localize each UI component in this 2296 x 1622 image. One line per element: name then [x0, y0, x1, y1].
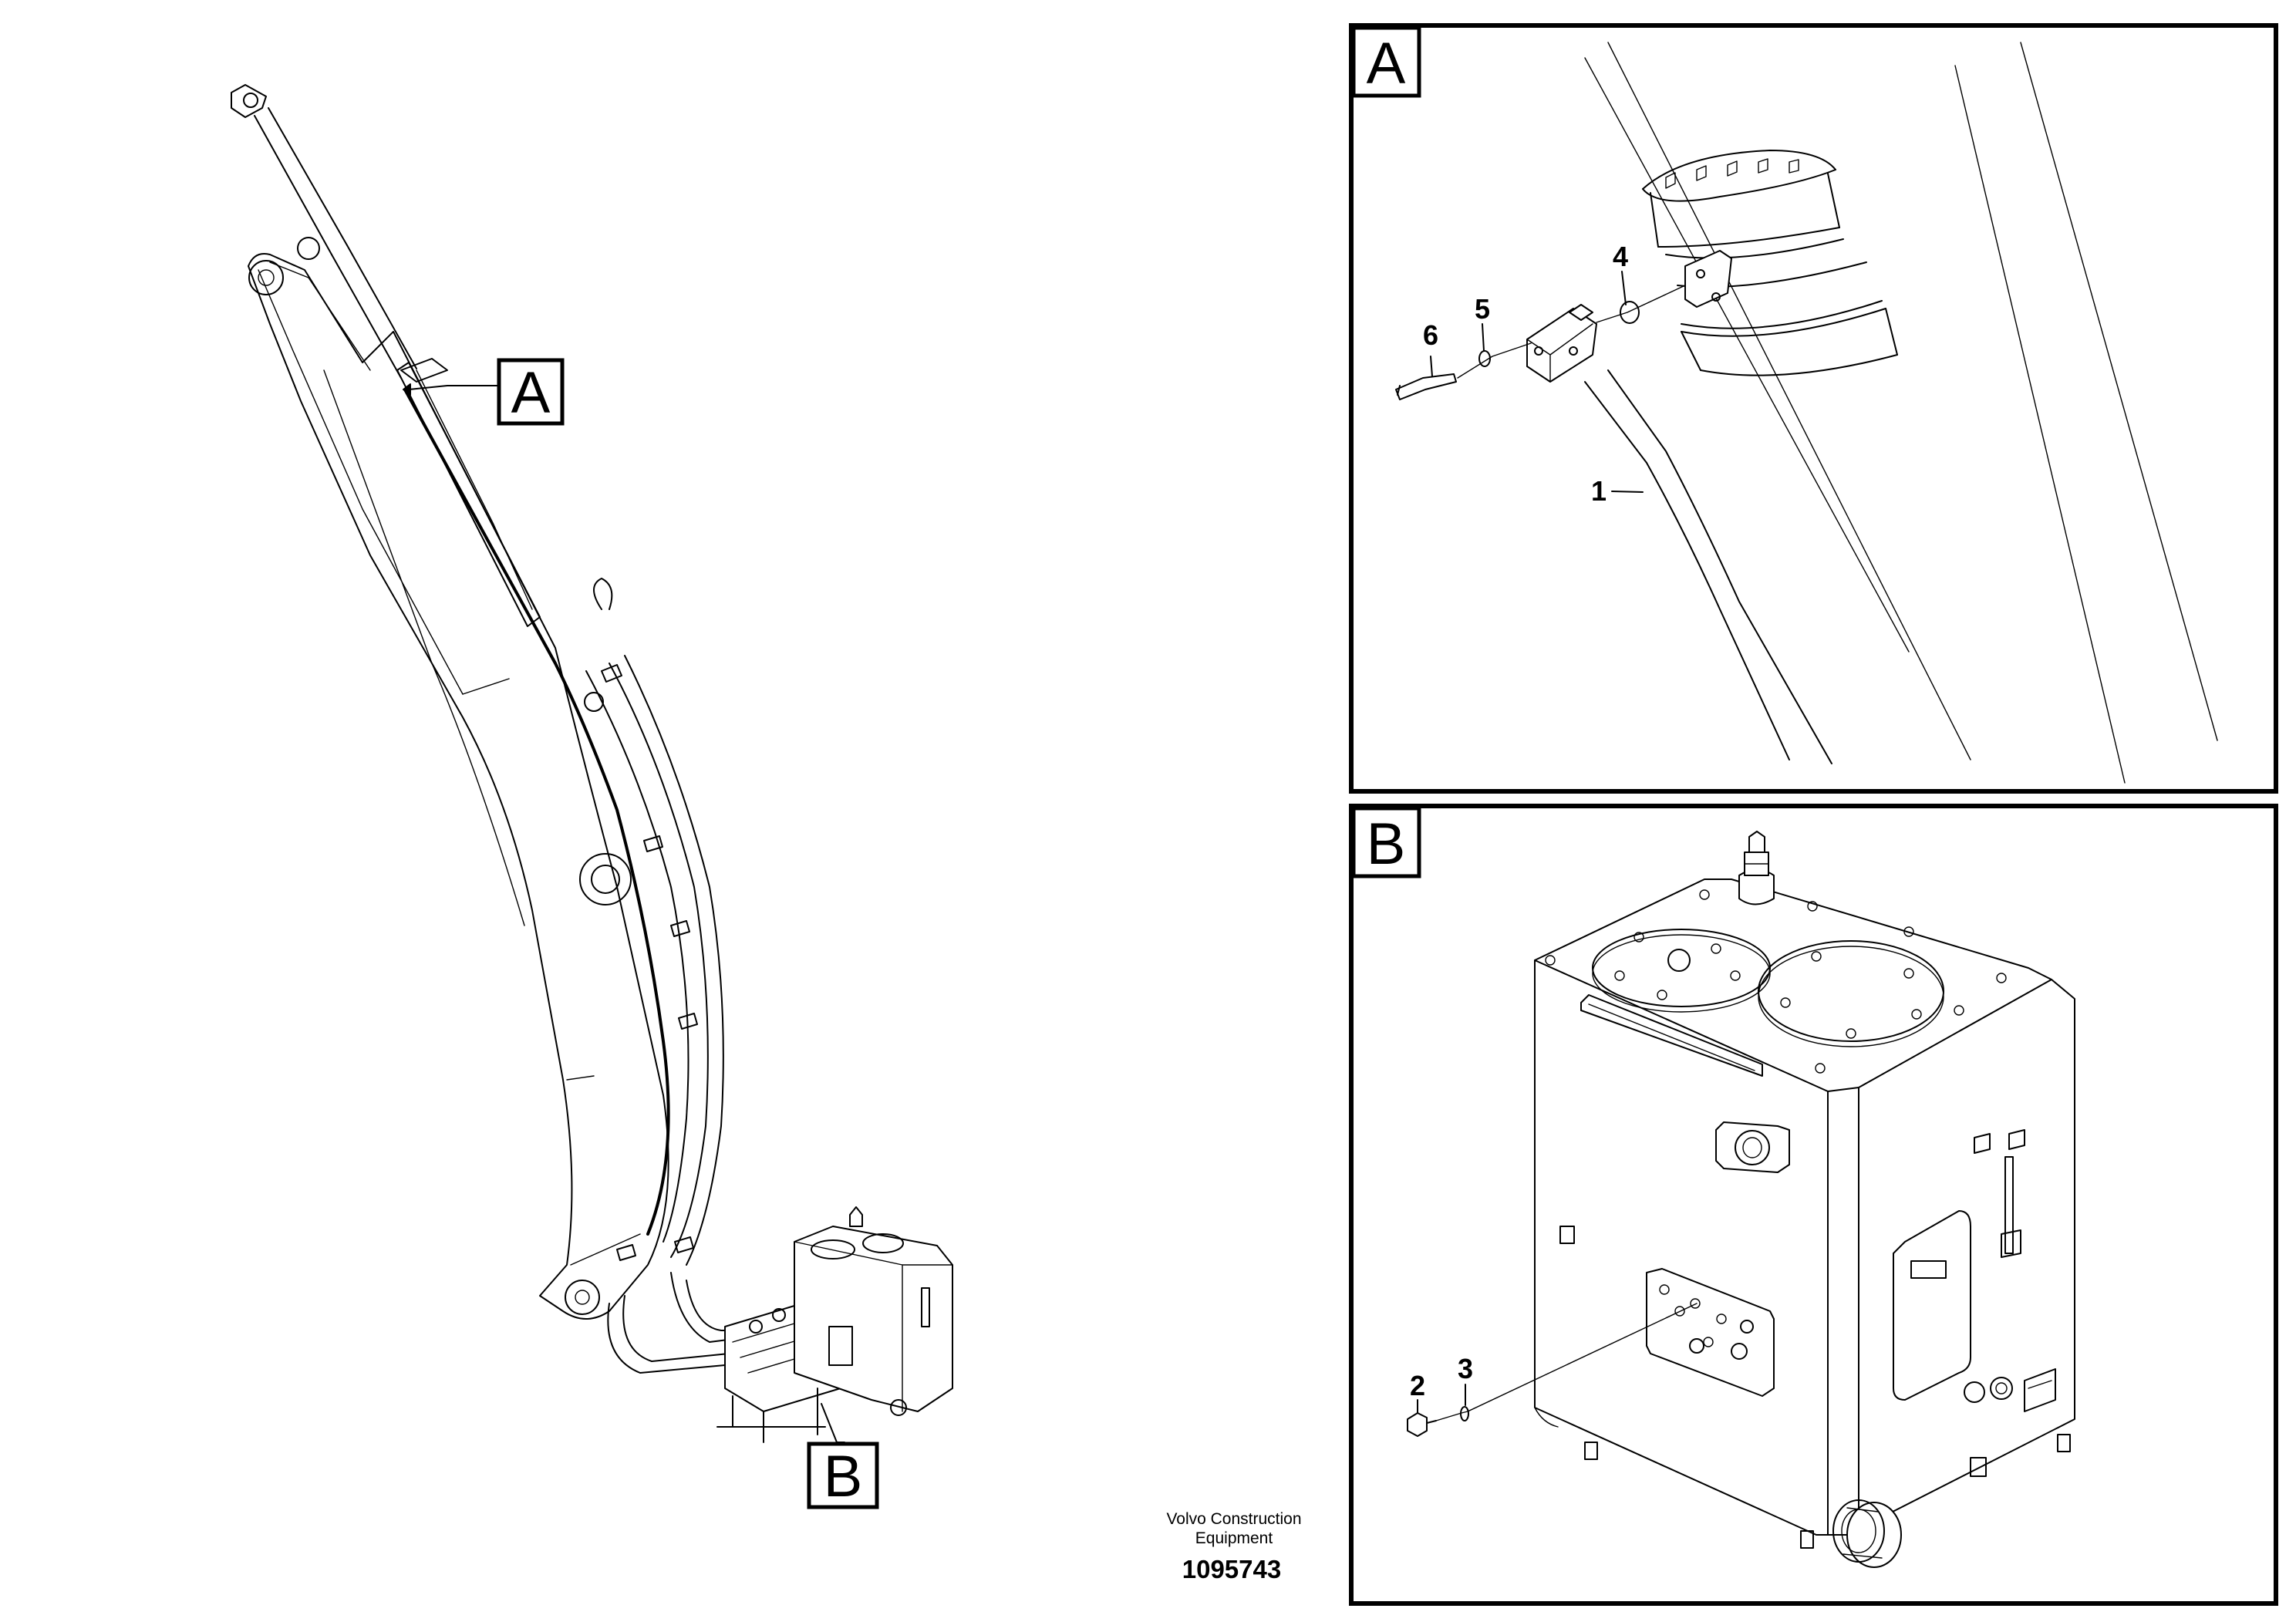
detail-b-rear-plate — [1646, 1268, 1775, 1397]
overview-callout-a-label: A — [511, 360, 551, 426]
hydraulic-tank-small — [794, 1206, 953, 1416]
detail-b-top-cover-left — [1592, 929, 1771, 1013]
detail-b-feet — [1584, 1434, 2071, 1549]
leader-line-a — [408, 385, 498, 390]
part-number-1: 1 — [1591, 475, 1607, 507]
part-number-5: 5 — [1475, 293, 1490, 325]
drawing-number: 1095743 — [1182, 1555, 1281, 1583]
detail-b-panel: B — [1349, 804, 2278, 1606]
arm-cylinder-rod — [231, 84, 417, 379]
overview-callout-b: B — [807, 1442, 879, 1509]
detail-a-cylinder — [1584, 42, 2218, 784]
detail-b-top-cover-right — [1758, 940, 1944, 1047]
detail-b-side-port — [1715, 1121, 1790, 1173]
detail-a-panel: A — [1349, 23, 2278, 794]
part5-leader — [1482, 323, 1485, 352]
company-name-line1: Volvo Construction — [1166, 1510, 1301, 1528]
boom-overview-illustration — [231, 84, 953, 1443]
part6-leader — [1430, 356, 1433, 377]
detail-b-side-panel — [1893, 1210, 1971, 1401]
boom-hose-lines — [403, 388, 724, 1266]
detail-b-bracket — [1580, 994, 1763, 1077]
company-name-line2: Equipment — [1195, 1529, 1273, 1547]
boom-cylinder — [396, 358, 541, 627]
valve-supply-hoses — [607, 1272, 749, 1374]
detail-b-tank-body — [1534, 878, 2075, 1536]
part4-leader — [1621, 271, 1627, 305]
detail-b-lower-fittings — [1559, 1226, 2056, 1412]
leader-line-b — [821, 1403, 845, 1443]
overview-callout-a: A — [497, 358, 565, 426]
part-number-6: 6 — [1423, 319, 1438, 351]
detail-b-label: B — [1367, 811, 1406, 877]
boom-body — [248, 237, 669, 1320]
overview-callout-b-label: B — [824, 1444, 863, 1509]
detail-a-assembly-line — [1457, 285, 1686, 379]
part-number-4: 4 — [1613, 241, 1628, 272]
detail-a-label: A — [1367, 31, 1406, 96]
detail-a-flange-block — [1684, 250, 1732, 308]
detail-b-top-bolts — [1545, 889, 2007, 1074]
detail-a-bolt-6 — [1395, 373, 1457, 400]
part-number-2: 2 — [1410, 1370, 1425, 1401]
detail-b-sight-glass — [1974, 1129, 2025, 1258]
detail-b-assembly-line — [1435, 1303, 1698, 1421]
detail-b-drain-plug — [1832, 1499, 1902, 1568]
part1-leader — [1611, 491, 1644, 493]
detail-a-oring-4 — [1620, 301, 1640, 324]
detail-b-filler-cap — [1738, 831, 1775, 905]
detail-a-hose — [1526, 304, 1832, 764]
part-number-3: 3 — [1458, 1353, 1473, 1384]
